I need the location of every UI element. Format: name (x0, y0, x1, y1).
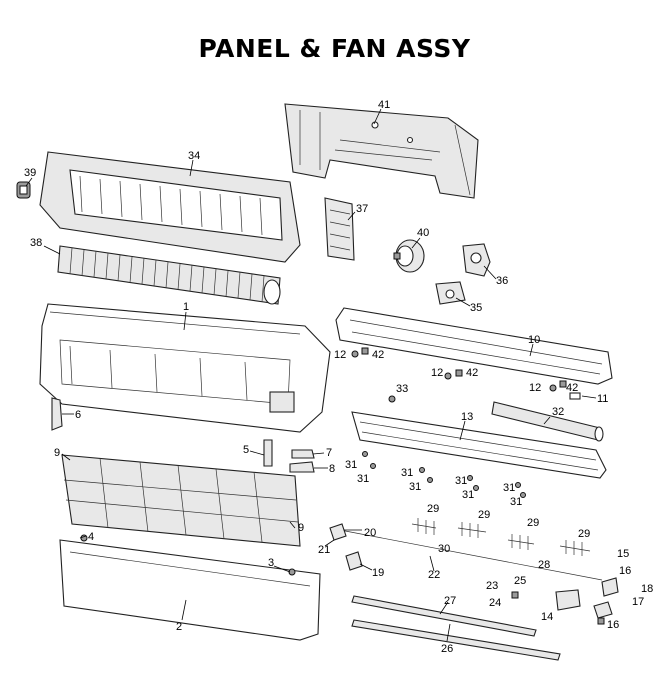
callout-1: 1 (183, 301, 189, 313)
callout-29-c: 29 (527, 517, 539, 529)
callout-27: 27 (444, 595, 456, 607)
callout-29-a: 29 (427, 503, 439, 515)
part-33 (388, 395, 396, 403)
callout-32: 32 (552, 406, 564, 418)
air-filter (61, 454, 301, 547)
motor-bracket (435, 281, 466, 305)
fastener-12-42-group-right (549, 380, 567, 392)
part-16-lower (597, 617, 605, 625)
callout-42-c: 42 (566, 382, 578, 394)
part-8 (289, 461, 315, 473)
callout-17: 17 (632, 596, 644, 608)
callout-40: 40 (417, 227, 429, 239)
fan-motor (393, 239, 425, 273)
callout-9-b: 9 (298, 522, 304, 534)
callout-21: 21 (318, 544, 330, 556)
part-4 (80, 534, 88, 542)
callout-26: 26 (441, 643, 453, 655)
horizontal-louver-26 (351, 619, 561, 661)
callout-23: 23 (486, 580, 498, 592)
part-5 (263, 439, 273, 467)
crossflow-fan (57, 245, 281, 305)
bracket-part (324, 197, 355, 261)
callout-16-b: 16 (607, 619, 619, 631)
part-7 (291, 449, 315, 459)
callout-9-a: 9 (54, 447, 60, 459)
part-24 (511, 591, 519, 599)
callout-34: 34 (188, 150, 200, 162)
callout-35: 35 (470, 302, 482, 314)
callout-31-h: 31 (510, 496, 522, 508)
screws-31 (362, 451, 526, 498)
callout-12-b: 12 (431, 367, 443, 379)
motor-clamp (462, 243, 491, 277)
part-6 (51, 397, 63, 431)
page-title: PANEL & FAN ASSY (198, 34, 471, 63)
callout-12-a: 12 (334, 349, 346, 361)
callout-6: 6 (75, 409, 81, 421)
callout-42-b: 42 (466, 367, 478, 379)
step-motor-19 (345, 551, 363, 571)
callout-18: 18 (641, 583, 653, 595)
callout-15: 15 (617, 548, 629, 560)
callout-16-a: 16 (619, 565, 631, 577)
part-14 (555, 589, 581, 611)
drain-pan (335, 307, 613, 385)
callout-labels: 41 34 39 37 40 38 36 35 1 10 12 42 12 42… (24, 99, 653, 655)
bearing-part (16, 181, 31, 199)
callout-30: 30 (438, 543, 450, 555)
callout-7: 7 (326, 447, 332, 459)
part-15-16 (601, 577, 619, 597)
callout-5: 5 (243, 444, 249, 456)
part-17 (593, 601, 613, 619)
callout-3: 3 (268, 557, 274, 569)
part-11 (569, 392, 581, 400)
callout-19: 19 (372, 567, 384, 579)
fastener-12-42-group-top (351, 347, 369, 358)
callout-10: 10 (528, 334, 540, 346)
part-21 (329, 523, 347, 541)
evaporator-housing (39, 151, 301, 263)
callout-24: 24 (489, 597, 501, 609)
fastener-12-42-group-mid (444, 369, 463, 380)
linkage-rod (339, 529, 603, 581)
callout-28: 28 (538, 559, 550, 571)
callout-13: 13 (461, 411, 473, 423)
callout-37: 37 (356, 203, 368, 215)
callout-8: 8 (329, 463, 335, 475)
callout-22: 22 (428, 569, 440, 581)
callout-29-b: 29 (478, 509, 490, 521)
callout-31-a: 31 (345, 459, 357, 471)
callout-14: 14 (541, 611, 553, 623)
callout-20: 20 (364, 527, 376, 539)
swing-blades-29 (411, 518, 591, 556)
callout-38: 38 (30, 237, 42, 249)
callout-42-a: 42 (372, 349, 384, 361)
callout-31-c: 31 (401, 467, 413, 479)
chassis (39, 303, 331, 433)
mounting-plate (284, 103, 479, 199)
callout-33: 33 (396, 383, 408, 395)
callout-39: 39 (24, 167, 36, 179)
callout-12-c: 12 (529, 382, 541, 394)
callout-25: 25 (514, 575, 526, 587)
callout-29-d: 29 (578, 528, 590, 540)
callout-31-d: 31 (409, 481, 421, 493)
callout-11: 11 (597, 393, 608, 405)
horizontal-louver-27 (351, 595, 537, 637)
callout-36: 36 (496, 275, 508, 287)
callout-31-f: 31 (462, 489, 474, 501)
callout-2: 2 (176, 621, 182, 633)
callout-31-g: 31 (503, 482, 515, 494)
callout-4: 4 (88, 531, 94, 543)
louver-frame (351, 411, 607, 479)
callout-31-b: 31 (357, 473, 369, 485)
callout-41: 41 (378, 99, 390, 111)
leader-lines (25, 108, 597, 642)
callout-31-e: 31 (455, 475, 467, 487)
front-panel (59, 539, 321, 641)
drain-hose (491, 401, 604, 442)
